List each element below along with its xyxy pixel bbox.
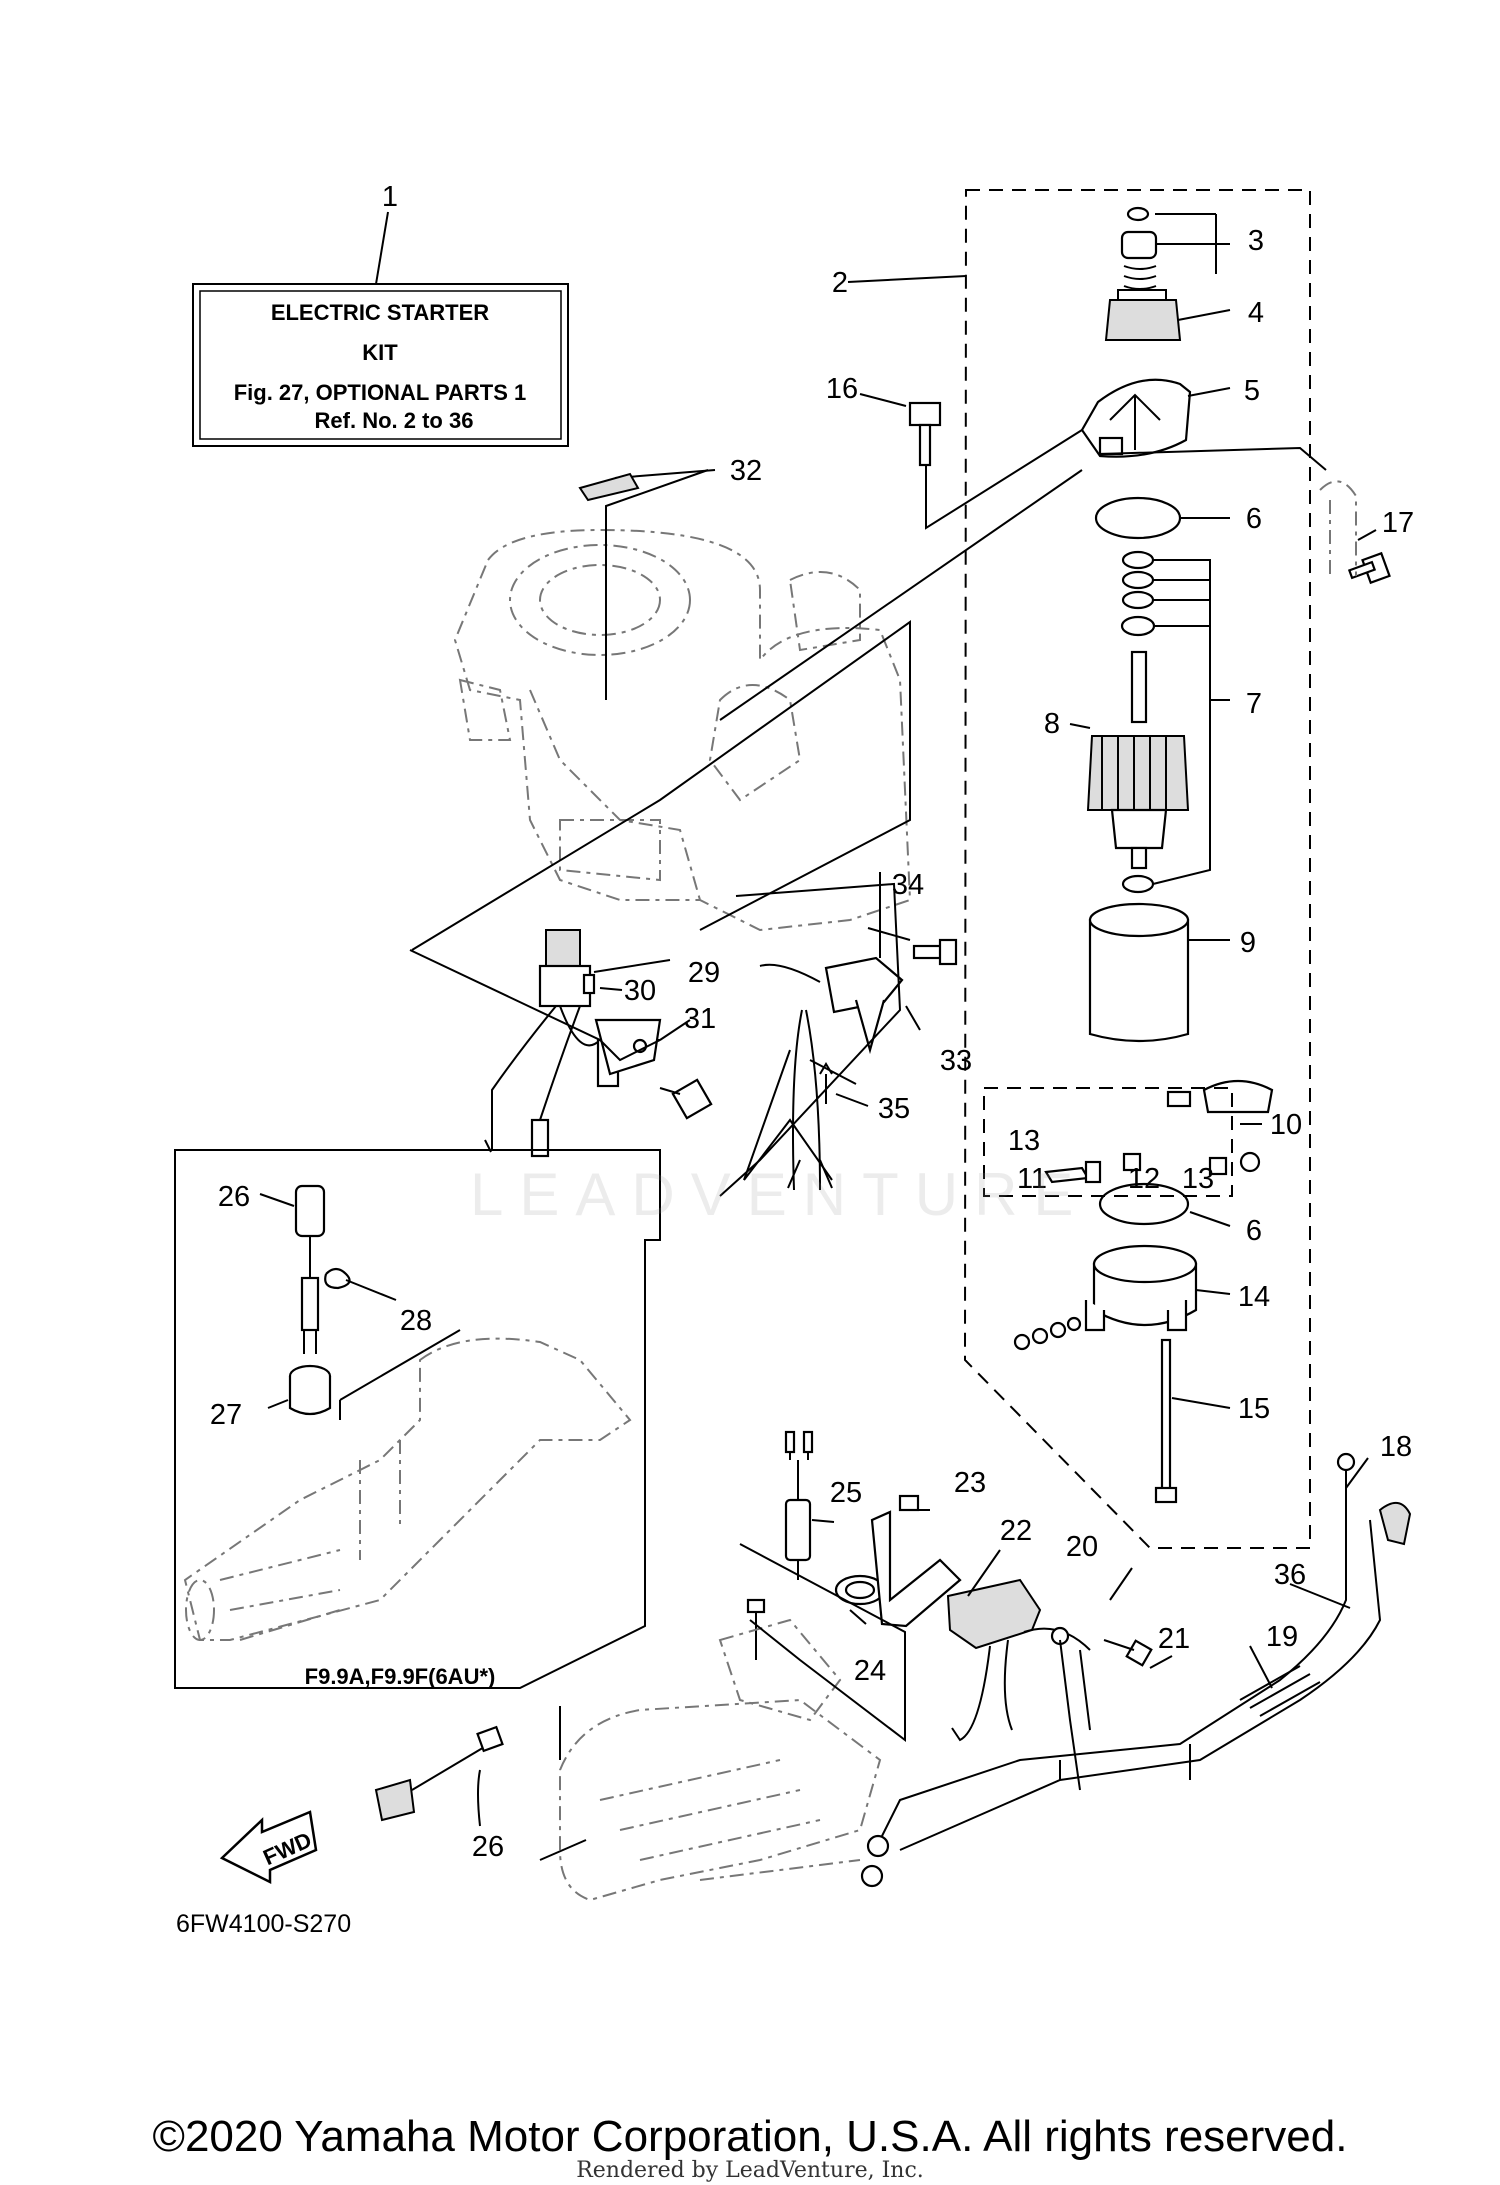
callout-25: 25 xyxy=(830,1477,862,1509)
rendered-by-footer: Rendered by LeadVenture, Inc. xyxy=(576,2158,924,2183)
starter-assembly-outline xyxy=(963,189,1311,1549)
callout-17: 17 xyxy=(1382,507,1414,539)
callout-32: 32 xyxy=(730,455,762,487)
callout-labels: 1 2 3 4 5 6 7 8 9 10 13 11 12 13 6 14 15… xyxy=(210,181,1414,1863)
callout-9: 9 xyxy=(1240,927,1256,959)
lower-unit-outline xyxy=(559,1698,882,1902)
callout-7: 7 xyxy=(1246,688,1262,720)
kit-title-line1: ELECTRIC STARTER xyxy=(271,300,489,325)
callout-6-bottom: 6 xyxy=(1246,1215,1262,1247)
module-33-35 xyxy=(743,938,958,1191)
bolt-16 xyxy=(908,401,942,467)
watermark-logo: LEADVENTURE xyxy=(470,1161,1090,1228)
callout-15: 15 xyxy=(1238,1393,1270,1425)
variant-label: F9.9A,F9.9F(6AU*) xyxy=(305,1664,496,1689)
leader-lines xyxy=(605,213,1377,1409)
callout-16: 16 xyxy=(826,373,858,405)
callout-10: 10 xyxy=(1270,1109,1302,1141)
callout-20: 20 xyxy=(1066,1531,1098,1563)
callout-5: 5 xyxy=(1244,375,1260,407)
callout-13-left: 13 xyxy=(1008,1125,1040,1157)
callout-1: 1 xyxy=(382,181,398,213)
callout-29: 29 xyxy=(688,957,720,989)
engine-block-outline xyxy=(453,528,912,932)
callout-28: 28 xyxy=(400,1305,432,1337)
copyright-notice: ©2020 Yamaha Motor Corporation, U.S.A. A… xyxy=(152,2112,1348,2161)
callout-30: 30 xyxy=(624,975,656,1007)
callout-21: 21 xyxy=(1158,1623,1190,1655)
fwd-arrow-icon: FWD xyxy=(219,1810,318,1885)
callout-4: 4 xyxy=(1248,297,1264,329)
callout-27: 27 xyxy=(210,1399,242,1431)
callout-36: 36 xyxy=(1274,1559,1306,1591)
callout-6-top: 6 xyxy=(1246,503,1262,535)
callout-23: 23 xyxy=(954,1467,986,1499)
diagram-code: 6FW4100-S270 xyxy=(176,1910,351,1938)
callout-8: 8 xyxy=(1044,708,1060,740)
callout-35: 35 xyxy=(878,1093,910,1125)
starter-motor-parts xyxy=(1013,206,1274,1504)
kit-info-box: ELECTRIC STARTER KIT Fig. 27, OPTIONAL P… xyxy=(192,283,569,447)
kit-ref-range: Ref. No. 2 to 36 xyxy=(315,408,474,433)
callout-14: 14 xyxy=(1238,1281,1270,1313)
kit-figure-ref: Fig. 27, OPTIONAL PARTS 1 xyxy=(234,380,527,405)
callout-33: 33 xyxy=(940,1045,972,1077)
callout-24: 24 xyxy=(854,1655,886,1687)
callout-34: 34 xyxy=(892,869,924,901)
lower-electrical-parts xyxy=(374,1430,1412,1888)
callout-18: 18 xyxy=(1380,1431,1412,1463)
callout-3: 3 xyxy=(1248,225,1264,257)
callout-26-lower: 26 xyxy=(472,1831,504,1863)
bolt-17 xyxy=(1319,480,1391,585)
harness-29-31 xyxy=(470,929,713,1158)
callout-2: 2 xyxy=(832,267,848,299)
callout-13-right: 13 xyxy=(1182,1163,1214,1195)
tiller-inset-frame xyxy=(174,1149,661,1689)
kit-title-line2: KIT xyxy=(362,340,398,365)
callout-19: 19 xyxy=(1266,1621,1298,1653)
tiller-inset-parts xyxy=(183,1184,632,1641)
callout-22: 22 xyxy=(1000,1515,1032,1547)
callout-12: 12 xyxy=(1128,1163,1160,1195)
callout-31: 31 xyxy=(684,1003,716,1035)
callout-26-inset: 26 xyxy=(218,1181,250,1213)
callout-11: 11 xyxy=(1017,1163,1047,1195)
clip-32 xyxy=(578,472,640,502)
